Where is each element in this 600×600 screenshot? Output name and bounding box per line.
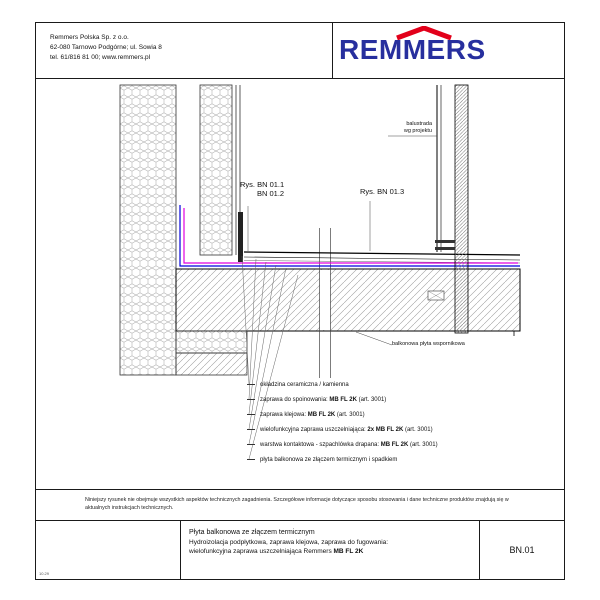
ref-label-bn01-1-line: Rys. BN 01.1 (240, 180, 285, 189)
detail-drawing (119, 84, 521, 460)
railing-anchor-cross (427, 290, 445, 301)
drawing-area: Rys. BN 01.1 BN 01.2 Rys. BN 01.3 balust… (36, 79, 564, 489)
slab-note: balkonowa płyta wspornikowa (392, 341, 465, 347)
title-line-3-product: MB FL 2K (333, 548, 364, 555)
under-slab-insulation (175, 330, 248, 354)
legend-text: zaprawa klejowa: (260, 411, 308, 418)
sealing-layer-blue (179, 205, 520, 267)
title-line-1: Płyta balkonowa ze złączem termicznym (189, 529, 315, 536)
legend-tick (247, 414, 255, 415)
legend-suffix: (art. 3001) (335, 411, 365, 418)
drawing-number: BN.01 (479, 521, 564, 579)
logo-roof-icon (396, 26, 452, 40)
railing-bracket-top (435, 240, 455, 243)
legend: okładzina ceramiczna / kamienna zaprawa … (247, 377, 438, 467)
balustrade-note-line1: balustrada (406, 121, 432, 127)
title-line-2: Hydroizolacja podpłytkowa, zaprawa klejo… (189, 539, 389, 546)
legend-item: warstwa kontaktowa - szpachlówka drapana… (247, 437, 438, 452)
legend-product: 2x MB FL 2K (367, 426, 404, 433)
legend-text: warstwa kontaktowa - szpachlówka drapana… (260, 441, 381, 448)
remmers-logo: REMMERS (339, 26, 486, 65)
title-line-3-text: wielofunkcyjna zaprawa uszczelniająca Re… (189, 548, 334, 555)
legend-text: płyta balkonowa ze złączem termicznym i … (260, 456, 398, 463)
wall-insulation-outer (119, 84, 177, 376)
drawing-sheet: Remmers Polska Sp. z o.o. 62-080 Tarnowo… (35, 22, 565, 580)
legend-suffix: (art. 3001) (356, 396, 387, 403)
legend-item: zaprawa do spoinowania: MB FL 2K (art. 3… (247, 392, 438, 407)
logo-wordmark: REMMERS (339, 34, 486, 65)
legend-tick (247, 459, 255, 460)
leader-slab-note (355, 331, 393, 346)
company-contact: tel. 61/816 81 00; www.remmers.pl (50, 54, 151, 62)
legend-tick (247, 444, 255, 445)
railing-bracket-bottom (435, 247, 455, 250)
legend-tick (247, 429, 255, 430)
balustrade-note: balustrada wg projektu (374, 121, 432, 135)
sealing-layer-magenta (183, 208, 518, 264)
sheet-header: Remmers Polska Sp. z o.o. 62-080 Tarnowo… (36, 23, 564, 79)
legend-tick (247, 399, 255, 400)
legend-leader-4 (248, 264, 277, 430)
disclaimer-box: Niniejszy rysunek nie obejmuje wszystkic… (36, 489, 564, 521)
edge-profile (238, 212, 243, 262)
wall-below-slab (175, 352, 248, 376)
legend-product: MB FL 2K (329, 396, 357, 403)
legend-item: płyta balkonowa ze złączem termicznym i … (247, 452, 438, 467)
title-block: 10.29 Płyta balkonowa ze złączem termicz… (36, 521, 564, 579)
legend-leader-3 (248, 261, 267, 415)
legend-suffix: (art. 3001) (408, 441, 438, 448)
thermal-joint-gap (320, 270, 330, 330)
ref-label-bn01-1: Rys. BN 01.1 BN 01.2 (240, 180, 284, 199)
balustrade-note-line2: wg projektu (403, 127, 432, 134)
legend-leader-2 (248, 258, 257, 400)
legend-item: okładzina ceramiczna / kamienna (247, 377, 438, 392)
legend-text: zaprawa do spoinowania: (260, 396, 330, 403)
logo-cell: REMMERS (332, 23, 564, 78)
company-street: 62-080 Tarnowo Podgórne; ul. Sowia 8 (50, 44, 162, 52)
company-address: Remmers Polska Sp. z o.o. 62-080 Tarnowo… (36, 23, 332, 78)
version-note: 10.29 (39, 571, 50, 576)
title-line-3: wielofunkcyjna zaprawa uszczelniająca Re… (189, 548, 479, 555)
legend-item: zaprawa klejowa: MB FL 2K (art. 3001) (247, 407, 438, 422)
title-block-left-cell: 10.29 (36, 521, 181, 579)
legend-text: wielofunkcyjna zaprawa uszczelniająca: (260, 426, 368, 433)
legend-product: MB FL 2K (307, 411, 336, 418)
title-block-main-cell: Płyta balkonowa ze złączem termicznym Hy… (181, 521, 479, 579)
legend-tick (247, 384, 255, 385)
wall-insulation-inner (199, 84, 233, 256)
tile-bottom-line (243, 256, 521, 261)
legend-text: okładzina ceramiczna / kamienna (260, 381, 349, 388)
legend-product: MB FL 2K (380, 441, 409, 448)
disclaimer-text: Niniejszy rysunek nie obejmuje wszystkic… (85, 497, 509, 511)
legend-item: wielofunkcyjna zaprawa uszczelniająca: 2… (247, 422, 438, 437)
company-name: Remmers Polska Sp. z o.o. (50, 34, 129, 41)
legend-leader-5 (248, 267, 287, 445)
ref-label-bn01-2-line: BN 01.2 (257, 189, 285, 199)
railing-post (454, 84, 469, 334)
ref-label-bn01-3: Rys. BN 01.3 (360, 187, 405, 196)
legend-suffix: (art. 3001) (403, 426, 433, 433)
legend-leader-6 (248, 274, 299, 460)
tile-surface-line (243, 251, 521, 256)
legend-leader-1 (241, 255, 250, 385)
